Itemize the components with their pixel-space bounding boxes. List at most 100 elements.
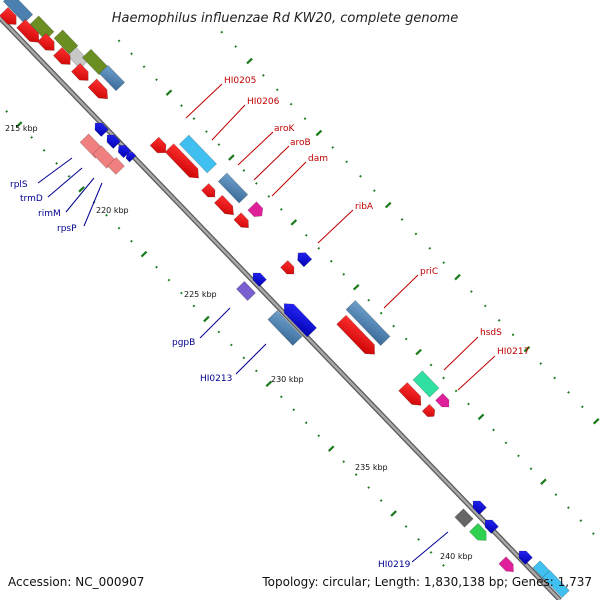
tick-mark (67, 174, 71, 178)
gene-feature (280, 260, 295, 275)
gene-label-arob: aroB (290, 138, 311, 148)
tick-mark (105, 213, 108, 217)
tick-mark (331, 146, 335, 149)
tick-mark (345, 160, 348, 164)
tick-mark (392, 324, 396, 328)
gene-feature (164, 143, 199, 179)
tick-mark (55, 162, 58, 165)
tick-mark (467, 402, 470, 406)
tick-mark (275, 88, 279, 92)
gene-feature (53, 46, 71, 65)
tick-mark (246, 57, 253, 65)
kbp-label-230: 230 kbp (271, 375, 304, 384)
gene-label-pgpb: pgpB (172, 338, 195, 348)
gene-feature (421, 403, 436, 418)
tick-mark (429, 551, 433, 554)
genome-backbone (0, 16, 562, 600)
gene-feature (469, 522, 487, 541)
gene-feature (297, 252, 313, 268)
gene-feature (398, 382, 422, 406)
tick-mark (205, 130, 208, 133)
gene-feature (435, 393, 450, 408)
tick-mark (290, 219, 298, 226)
gene-feature (107, 157, 125, 175)
tick-mark (315, 129, 323, 137)
tick-mark (372, 189, 376, 193)
tick-mark (220, 30, 224, 34)
tick-mark (140, 250, 148, 258)
gene-feature (283, 303, 317, 338)
gene-label-hi0217: HI0217 (497, 347, 529, 357)
tick-mark (167, 278, 171, 282)
tick-mark (155, 265, 158, 269)
tick-mark (454, 389, 458, 393)
tick-mark (379, 311, 383, 315)
tick-mark (117, 39, 121, 43)
tick-mark (404, 525, 408, 528)
label-leader-line (47, 167, 83, 198)
tick-mark (390, 510, 397, 517)
label-leader-line (37, 157, 73, 184)
tick-mark (359, 174, 362, 178)
gene-feature (236, 280, 256, 302)
gene-feature (71, 62, 89, 81)
gene-feature (201, 183, 216, 198)
gene-label-pric: priC (420, 267, 438, 277)
tick-mark (267, 195, 271, 198)
tick-mark (292, 408, 296, 412)
tick-mark (329, 259, 333, 263)
summary-text: Topology: circular; Length: 1,830,138 bp… (261, 575, 592, 589)
gene-feature (498, 556, 514, 573)
tick-mark (262, 74, 265, 77)
tick-mark (217, 330, 221, 334)
tick-mark (379, 499, 383, 502)
tick-mark (477, 413, 485, 421)
tick-mark (303, 117, 307, 120)
gene-feature (98, 64, 126, 92)
tick-mark (217, 143, 221, 146)
tick-mark (414, 232, 418, 236)
tick-mark (523, 345, 531, 353)
kbp-label-240: 240 kbp (440, 552, 473, 561)
tick-mark (428, 246, 432, 250)
gene-feature (518, 550, 533, 565)
label-leader-line (185, 83, 223, 119)
tick-mark (454, 273, 461, 281)
tick-marks (5, 30, 600, 567)
tick-mark (592, 418, 600, 425)
label-leader-line (65, 177, 95, 213)
label-leader-line (83, 182, 103, 227)
tick-mark (442, 564, 445, 567)
tick-mark (354, 473, 358, 476)
gene-feature (345, 300, 391, 346)
tick-mark (130, 52, 133, 56)
tick-mark (289, 102, 293, 106)
kbp-label-235: 235 kbp (355, 463, 388, 472)
tick-mark (492, 428, 495, 432)
kbp-label-225: 225 kbp (184, 290, 217, 299)
gene-feature (94, 122, 109, 137)
tick-mark (304, 421, 308, 425)
tick-mark (242, 169, 246, 172)
gene-feature (87, 78, 108, 100)
label-leader-line (443, 336, 479, 371)
tick-mark (367, 298, 371, 302)
tick-mark (579, 519, 583, 522)
tick-mark (483, 304, 487, 308)
tick-mark (242, 356, 246, 360)
kbp-label-215: 215 kbp (5, 124, 38, 133)
label-leader-line (411, 531, 449, 563)
label-leader-line (253, 145, 290, 181)
tick-mark (497, 319, 501, 322)
tick-mark (255, 182, 258, 185)
gene-label-hi0206: HI0206 (247, 97, 280, 107)
gene-features (0, 0, 570, 598)
tick-mark (30, 136, 34, 139)
gene-feature (125, 151, 137, 163)
gene-label-arok: aroK (274, 124, 296, 134)
tick-mark (539, 362, 543, 365)
label-leaders (37, 83, 496, 563)
tick-mark (117, 226, 121, 230)
gene-feature (233, 212, 249, 229)
label-leader-line (237, 131, 274, 166)
